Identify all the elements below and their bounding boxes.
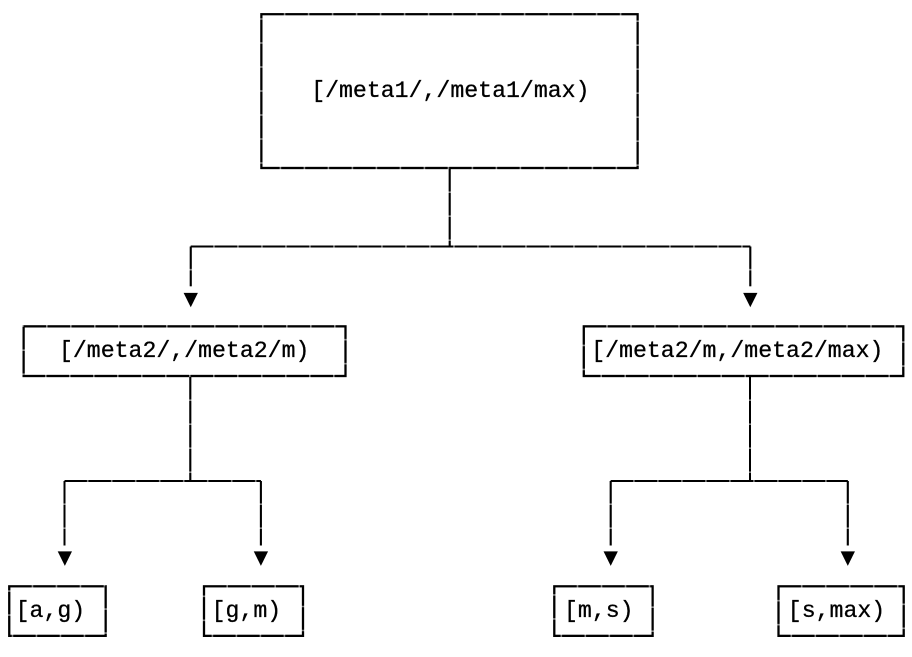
svg-text:[/meta2/,/meta2/m): [/meta2/,/meta2/m): [59, 338, 309, 364]
svg-text:[m,s): [m,s): [564, 598, 634, 624]
svg-text:[s,max): [s,max): [788, 598, 885, 624]
svg-text:[a,g): [a,g): [16, 598, 86, 624]
svg-text:[g,m): [g,m): [212, 598, 282, 624]
svg-text:[/meta2/m,/meta2/max): [/meta2/m,/meta2/max): [591, 338, 883, 364]
svg-text:[/meta1/,/meta1/max): [/meta1/,/meta1/max): [311, 78, 589, 104]
